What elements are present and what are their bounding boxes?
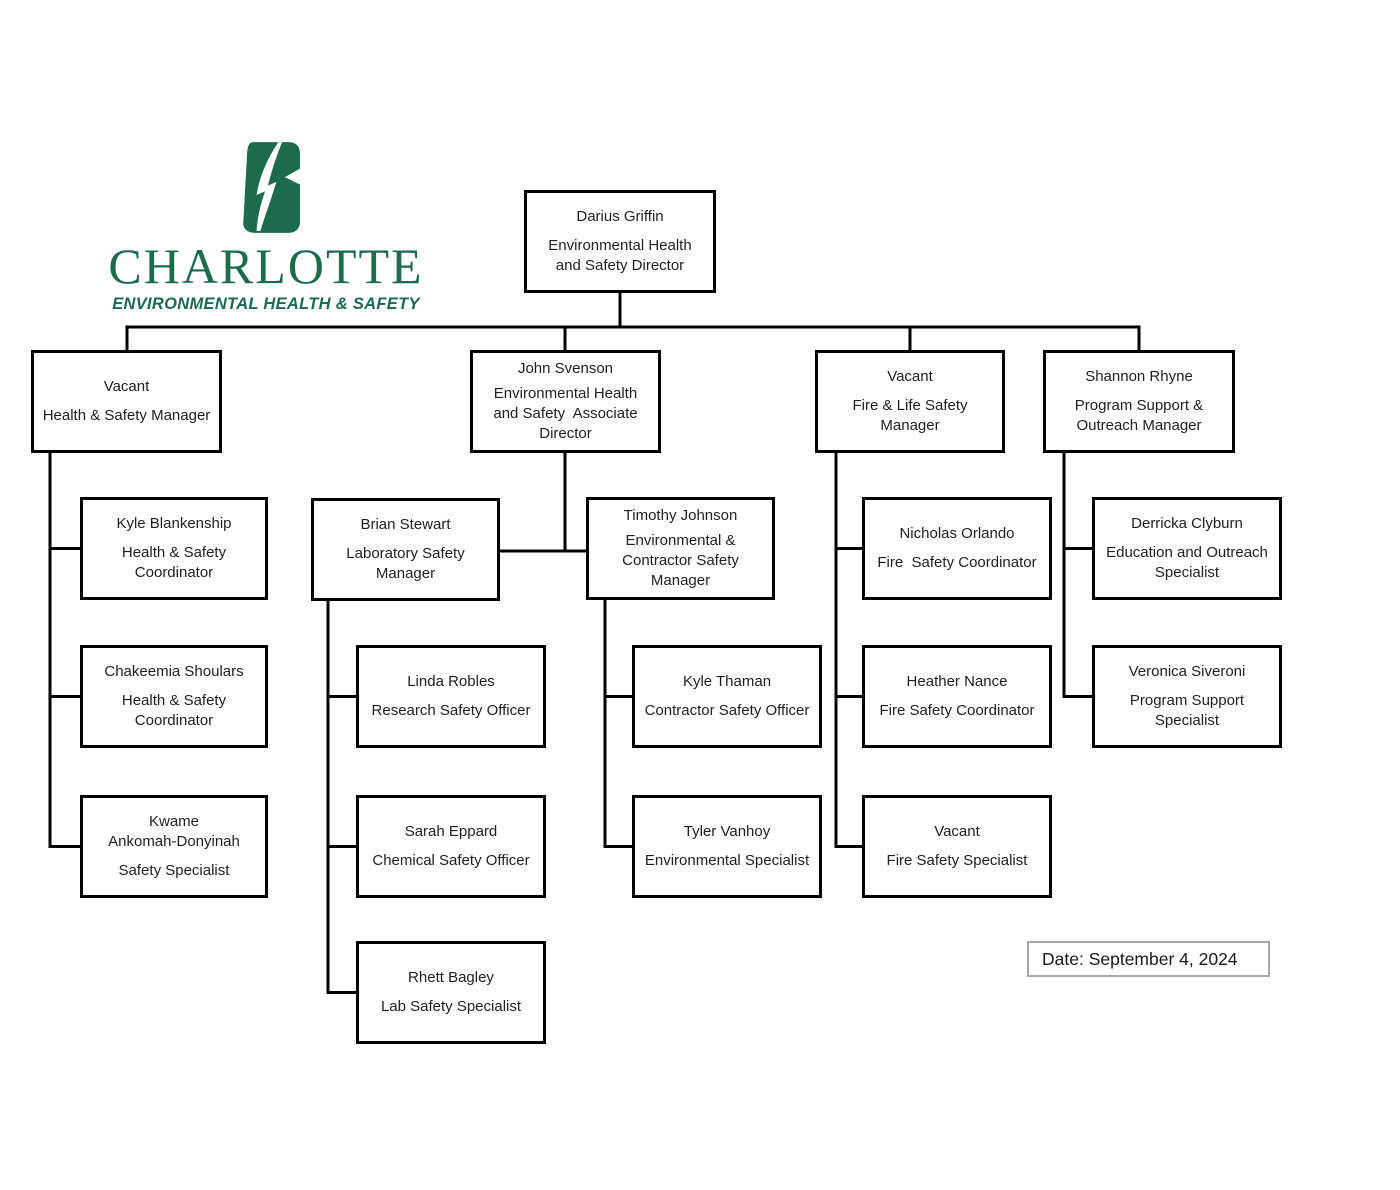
org-node-associate-director: John Svenson Environmental Health and Sa… xyxy=(470,350,661,453)
person-title: Fire Safety Coordinator xyxy=(877,554,1037,571)
org-node-director: Darius Griffin Environmental Health and … xyxy=(524,190,716,293)
person-name: John Svenson xyxy=(517,359,614,377)
person-title: Contractor Safety Officer xyxy=(644,702,810,719)
org-node-timothy-johnson: Timothy Johnson Environmental & Contract… xyxy=(586,497,775,600)
person-title: Lab Safety Specialist xyxy=(380,998,522,1015)
person-title: Laboratory Safety Manager xyxy=(346,544,465,583)
person-title: Environmental Health and Safety Director xyxy=(548,236,692,275)
person-name: Vacant xyxy=(934,822,980,840)
org-node-fire-life-safety-manager: Vacant Fire & Life Safety Manager xyxy=(815,350,1005,453)
person-title: Program Support Specialist xyxy=(1129,691,1245,730)
person-name: Kyle Blankenship xyxy=(116,514,232,532)
person-title: Program Support & Outreach Manager xyxy=(1074,396,1204,435)
org-node-nicholas-orlando: Nicholas Orlando Fire Safety Coordinator xyxy=(862,497,1052,600)
org-node-linda-robles: Linda Robles Research Safety Officer xyxy=(356,645,546,748)
person-title: Education and Outreach Specialist xyxy=(1106,543,1268,582)
person-title: Fire & Life Safety Manager xyxy=(852,396,968,435)
person-name: Sarah Eppard xyxy=(404,822,498,840)
person-name: Chakeemia Shoulars xyxy=(104,662,244,680)
person-name: Nicholas Orlando xyxy=(899,524,1015,542)
person-name: Darius Griffin xyxy=(576,207,664,225)
person-name: Linda Robles xyxy=(407,672,495,690)
person-title: Environmental & Contractor Safety Manage… xyxy=(622,531,739,590)
org-node-program-support-outreach-manager: Shannon Rhyne Program Support & Outreach… xyxy=(1043,350,1235,453)
person-title: Research Safety Officer xyxy=(371,702,531,719)
org-node-kwame-ankomah-donyinah: Kwame Ankomah-Donyinah Safety Specialist xyxy=(80,795,268,898)
org-node-derricka-clyburn: Derricka Clyburn Education and Outreach … xyxy=(1092,497,1282,600)
org-node-fire-safety-specialist: Vacant Fire Safety Specialist xyxy=(862,795,1052,898)
person-title: Chemical Safety Officer xyxy=(372,852,530,869)
org-node-heather-nance: Heather Nance Fire Safety Coordinator xyxy=(862,645,1052,748)
org-node-sarah-eppard: Sarah Eppard Chemical Safety Officer xyxy=(356,795,546,898)
charlotte-wordmark: CHARLOTTE xyxy=(108,238,424,294)
person-title: Health & Safety Manager xyxy=(42,407,211,424)
charlotte-c-bolt-icon xyxy=(243,142,300,233)
person-title: Environmental Specialist xyxy=(644,852,810,869)
person-name: Vacant xyxy=(103,377,150,395)
person-name: Derricka Clyburn xyxy=(1131,514,1243,532)
org-node-brian-stewart: Brian Stewart Laboratory Safety Manager xyxy=(311,498,500,601)
org-node-rhett-bagley: Rhett Bagley Lab Safety Specialist xyxy=(356,941,546,1044)
person-name: Tyler Vanhoy xyxy=(683,822,771,840)
person-name: Shannon Rhyne xyxy=(1085,367,1193,385)
person-title: Fire Safety Coordinator xyxy=(879,702,1035,719)
person-title: Fire Safety Specialist xyxy=(886,852,1028,869)
org-node-chakeemia-shoulars: Chakeemia Shoulars Health & Safety Coord… xyxy=(80,645,268,748)
person-name: Brian Stewart xyxy=(360,515,451,533)
person-name: Vacant xyxy=(887,367,933,385)
person-title: Environmental Health and Safety Associat… xyxy=(493,384,638,443)
org-node-kyle-thaman: Kyle Thaman Contractor Safety Officer xyxy=(632,645,822,748)
charlotte-ehs-logo: CHARLOTTE ENVIRONMENTAL HEALTH & SAFETY xyxy=(108,140,424,314)
date-label: Date: September 4, 2024 xyxy=(1042,948,1238,969)
org-node-health-safety-manager: Vacant Health & Safety Manager xyxy=(31,350,222,453)
ehs-subtitle: ENVIRONMENTAL HEALTH & SAFETY xyxy=(112,295,420,313)
person-name: Heather Nance xyxy=(906,672,1008,690)
org-node-kyle-blankenship: Kyle Blankenship Health & Safety Coordin… xyxy=(80,497,268,600)
org-node-tyler-vanhoy: Tyler Vanhoy Environmental Specialist xyxy=(632,795,822,898)
person-name: Kyle Thaman xyxy=(682,672,772,690)
person-name: Rhett Bagley xyxy=(408,968,494,986)
person-name: Veronica Siveroni xyxy=(1128,662,1246,680)
person-title: Health & Safety Coordinator xyxy=(121,691,227,730)
person-name: Kwame Ankomah-Donyinah xyxy=(108,812,240,850)
org-node-veronica-siveroni: Veronica Siveroni Program Support Specia… xyxy=(1092,645,1282,748)
date-box: Date: September 4, 2024 xyxy=(1027,941,1270,977)
person-title: Health & Safety Coordinator xyxy=(121,543,227,582)
person-name: Timothy Johnson xyxy=(623,506,738,524)
person-title: Safety Specialist xyxy=(118,862,230,880)
